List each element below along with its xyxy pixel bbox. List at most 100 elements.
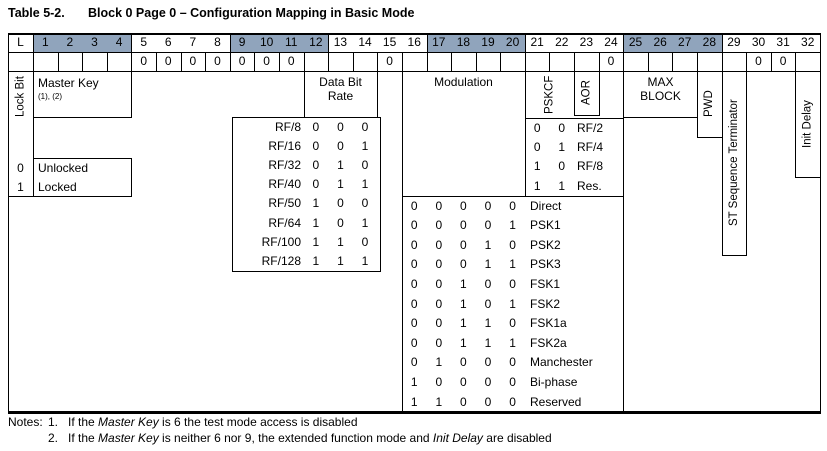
bit-index-header: 2 xyxy=(66,35,74,49)
grid-line xyxy=(746,71,748,255)
bit-value: 0 xyxy=(435,296,443,311)
grid-line xyxy=(232,117,381,118)
grid-line xyxy=(524,52,526,71)
bit-value: 0 xyxy=(460,218,467,233)
bit-value: 0 xyxy=(509,198,516,213)
grid-line xyxy=(8,411,821,414)
bit-value: 0 xyxy=(410,316,418,331)
bit-value: 0 xyxy=(312,119,320,134)
note-text-italic-segment: Master Key xyxy=(98,415,159,429)
bit-value: 0 xyxy=(337,119,344,134)
bit-value: 0 xyxy=(460,198,467,213)
fixed-bit-value: 0 xyxy=(263,54,270,68)
grid-line xyxy=(232,271,381,272)
bit-value: 0 xyxy=(484,296,492,311)
grid-line xyxy=(57,52,59,71)
lock-legend-bit: 1 xyxy=(17,180,24,194)
grid-line xyxy=(131,52,133,71)
grid-line xyxy=(33,117,133,118)
grid-line xyxy=(721,52,723,71)
bit-value: 0 xyxy=(484,218,492,233)
bit-value: 0 xyxy=(435,257,443,272)
grid-line xyxy=(8,33,821,35)
header-shading xyxy=(426,33,452,52)
bit-value: 0 xyxy=(312,177,320,192)
bit-value: 0 xyxy=(460,237,467,252)
grid-line xyxy=(377,71,379,117)
field-master-key-noterefs: (1), (2) xyxy=(38,92,62,101)
bit-index-header: 6 xyxy=(164,35,172,49)
grid-line xyxy=(380,117,381,271)
grid-line xyxy=(180,52,182,71)
grid-line xyxy=(623,52,625,71)
pskcf-legend-label: RF/4 xyxy=(577,139,604,154)
bit-value: 0 xyxy=(435,335,443,350)
grid-line xyxy=(8,196,133,197)
grid-line xyxy=(106,52,108,71)
header-shading xyxy=(254,33,280,52)
grid-line xyxy=(795,177,821,178)
bit-index-header: 27 xyxy=(678,35,692,49)
grid-line xyxy=(623,117,699,118)
bit-index-header: 3 xyxy=(91,35,98,49)
note-number: 2. xyxy=(48,431,59,445)
bit-value: 1 xyxy=(484,257,492,272)
bit-index-header: 13 xyxy=(333,35,348,49)
note-text-segment: is 6 the test mode access is disabled xyxy=(158,415,358,429)
grid-line xyxy=(33,33,34,52)
header-shading xyxy=(697,33,723,52)
bit-value: 0 xyxy=(558,159,566,174)
bit-index-header: 8 xyxy=(214,35,221,49)
header-shading xyxy=(672,33,698,52)
bit-value: 0 xyxy=(361,234,369,249)
header-shading xyxy=(57,33,83,52)
grid-line xyxy=(278,52,280,71)
bit-value: 0 xyxy=(435,374,443,389)
grid-line xyxy=(131,158,133,196)
field-master-key-label: Master Key xyxy=(38,76,99,90)
grid-line xyxy=(795,71,797,177)
grid-line xyxy=(795,52,797,71)
header-shading xyxy=(500,33,526,52)
bit-value: 0 xyxy=(509,237,516,252)
bit-value: 1 xyxy=(312,215,320,230)
bit-index-header: 12 xyxy=(309,35,323,49)
field-data-bit-rate: Data Bit Rate xyxy=(319,75,362,103)
grid-line xyxy=(574,115,600,116)
bit-value: 1 xyxy=(509,296,516,311)
bit-value: 1 xyxy=(460,296,467,311)
grid-line xyxy=(770,52,772,71)
bit-index-header: 20 xyxy=(505,35,520,49)
bit-value: 1 xyxy=(558,139,566,154)
bit-value: 0 xyxy=(460,257,467,272)
note-text-segment: If the xyxy=(68,415,99,429)
bit-index-header: 7 xyxy=(189,35,197,49)
modulation-legend-label: FSK2 xyxy=(530,296,561,311)
bit-value: 1 xyxy=(410,374,418,389)
modulation-legend-label: PSK3 xyxy=(530,257,561,272)
grid-line xyxy=(697,71,699,137)
grid-line xyxy=(598,71,600,115)
pskcf-legend-label: RF/2 xyxy=(577,120,604,135)
bit-index-header: 23 xyxy=(579,35,594,49)
fixed-bit-value: 0 xyxy=(140,54,148,68)
bit-value: 0 xyxy=(484,394,492,409)
data-bit-rate-legend-label: RF/50 xyxy=(268,196,301,211)
bit-value: 1 xyxy=(484,335,492,350)
fixed-bit-value: 0 xyxy=(238,54,246,68)
pskcf-legend-label: RF/8 xyxy=(577,159,604,174)
bit-value: 0 xyxy=(361,196,369,211)
header-shading xyxy=(475,33,501,52)
bit-value: 0 xyxy=(410,276,418,291)
grid-line xyxy=(475,52,477,71)
bit-value: 1 xyxy=(337,253,344,268)
grid-line xyxy=(229,52,231,71)
field-master-key: Master Key (1), (2) xyxy=(38,76,99,101)
grid-line xyxy=(303,52,305,71)
bit-value: 1 xyxy=(312,253,320,268)
bit-index-header: 30 xyxy=(751,35,766,49)
bit-index-header: 10 xyxy=(259,35,274,49)
grid-line xyxy=(401,52,403,71)
fixed-bit-value: 0 xyxy=(755,54,762,68)
